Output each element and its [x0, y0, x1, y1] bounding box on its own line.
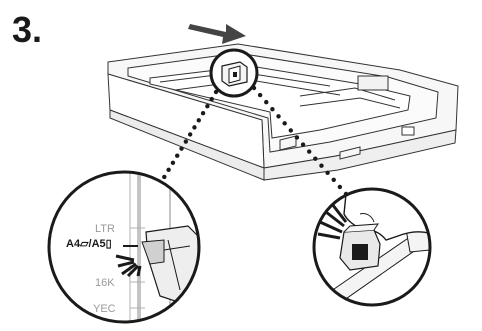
- leader-dot: [179, 146, 184, 151]
- leader-dot: [319, 163, 324, 168]
- size-label-16k: 16K: [95, 277, 115, 289]
- size-label-yec: YEC: [93, 303, 116, 315]
- leader-dot: [325, 170, 330, 175]
- leader-dot: [294, 135, 300, 140]
- leader-dot: [187, 132, 193, 137]
- paper-drawer: [107, 43, 459, 181]
- leader-dot: [282, 121, 287, 126]
- leader-dot: [307, 149, 312, 154]
- leader-dot: [276, 114, 281, 119]
- leader-dot: [251, 85, 257, 91]
- leader-dot: [192, 125, 197, 130]
- leader-dot: [264, 99, 269, 105]
- leader-dot: [300, 142, 306, 147]
- leader-lines: [157, 85, 349, 197]
- leader-dot: [209, 96, 214, 102]
- leader-dot: [170, 160, 176, 165]
- leader-dot: [257, 92, 263, 98]
- leader-dot: [331, 177, 336, 183]
- leader-dot: [196, 118, 201, 123]
- step-number: 3.: [12, 9, 43, 50]
- leader-dot: [205, 103, 210, 109]
- leader-dot: [162, 174, 167, 180]
- leader-dot: [288, 128, 293, 133]
- leader-dot: [200, 111, 206, 116]
- leader-dot: [270, 107, 275, 112]
- leader-dot: [175, 153, 180, 158]
- leader-dot: [337, 184, 343, 190]
- leader-dot: [183, 139, 189, 144]
- push-direction-arrow: [188, 24, 246, 44]
- size-label-a4-a5: A4▱/A5▯: [66, 238, 112, 250]
- leader-dot: [313, 156, 318, 161]
- size-label-ltr: LTR: [95, 223, 115, 235]
- guide-slide-detail: [312, 187, 432, 307]
- leader-dot: [166, 167, 171, 173]
- guide-focus-circle: [209, 48, 259, 98]
- leader-dot: [213, 89, 219, 95]
- size-label-detail: LTR A4▱/A5▯ 16K YEC: [47, 170, 201, 324]
